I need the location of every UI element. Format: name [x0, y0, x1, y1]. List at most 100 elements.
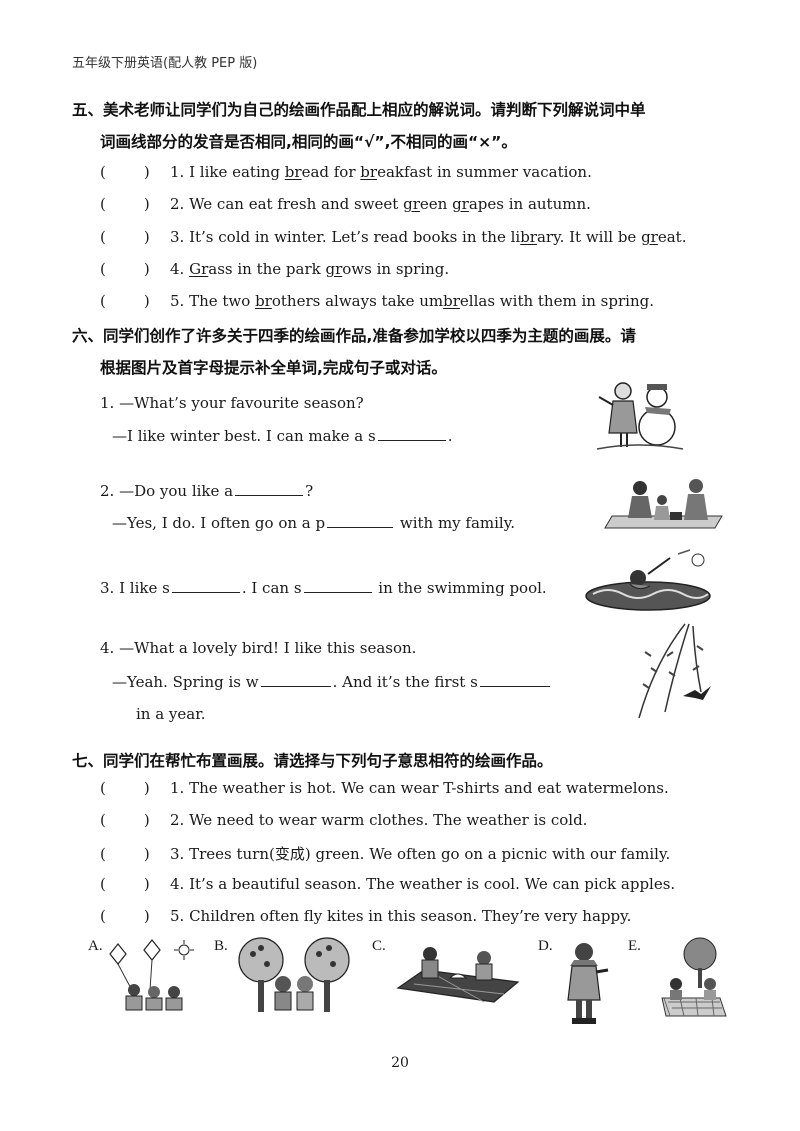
answer-parentheses[interactable]: () — [100, 811, 170, 829]
section5-item: ()5. The two brothers always take umbrel… — [100, 292, 654, 310]
s6-q2b-end: with my family. — [395, 514, 515, 532]
paren-close: ) — [143, 292, 150, 310]
item-text: een — [419, 195, 453, 213]
section5-item: ()1. I like eating bread for breakfast i… — [100, 163, 592, 181]
item-text: 1. The weather is hot. We can wear T-shi… — [170, 779, 669, 797]
section6-title-line1: 六、同学们创作了许多关于四季的绘画作品,准备参加学校以四季为主题的画展。请 — [72, 327, 636, 345]
section6-title-line2: 根据图片及首字母提示补全单词,完成句子或对话。 — [100, 359, 447, 377]
underlined-letters: gr — [641, 228, 658, 246]
section7-item: ()4. It’s a beautiful season. The weathe… — [100, 875, 675, 893]
paren-close: ) — [143, 163, 150, 181]
s6-q2-line1: 2. —Do you like a? — [100, 481, 313, 500]
paren-close: ) — [143, 875, 150, 893]
paren-close: ) — [143, 195, 150, 213]
s6-q4b-blank2[interactable] — [479, 672, 550, 687]
paren-open: ( — [100, 195, 106, 213]
picnic-family-picture — [604, 479, 723, 529]
section5-title-line1: 五、美术老师让同学们为自己的绘画作品配上相应的解说词。请判断下列解说词中单 — [72, 101, 646, 119]
s6-q3-end: in the swimming pool. — [373, 579, 547, 597]
underlined-letters: Gr — [189, 260, 209, 278]
section5-title-line2: 词画线部分的发音是否相同,相同的画“√”,不相同的画“×”。 — [100, 133, 517, 151]
s6-q4-line1: 4. —What a lovely bird! I like this seas… — [100, 639, 417, 657]
page-header: 五年级下册英语(配人教 PEP 版) — [72, 56, 258, 71]
paren-open: ( — [100, 292, 106, 310]
snowman-winter-picture — [596, 382, 684, 450]
s6-q2-line2: —Yes, I do. I often go on a p with my fa… — [112, 513, 515, 532]
paren-open: ( — [100, 845, 106, 863]
item-text: ellas with them in spring. — [459, 292, 654, 310]
section5-item: ()2. We can eat fresh and sweet green gr… — [100, 195, 591, 213]
option-label: D. — [538, 938, 553, 954]
item-text: others always take um — [271, 292, 444, 310]
item-text: 1. I like eating — [170, 163, 285, 181]
s6-q1-text: —I like winter best. I can make a s — [112, 427, 376, 445]
paren-close: ) — [143, 845, 150, 863]
item-text: eat. — [657, 228, 687, 246]
item-text: ead for — [301, 163, 361, 181]
option-d-winter-girl-picture — [567, 943, 609, 1024]
s6-q2a-blank[interactable] — [235, 481, 304, 496]
item-text: 5. Children often fly kites in this seas… — [170, 907, 632, 925]
underlined-letters: br — [520, 228, 537, 246]
s6-q3-mid: . I can s — [241, 579, 302, 597]
item-text: apes in autumn. — [468, 195, 591, 213]
s6-q2a-text: 2. —Do you like a — [100, 482, 234, 500]
s6-q4-line3: in a year. — [136, 705, 206, 723]
section5-item: ()4. Grass in the park grows in spring. — [100, 260, 449, 278]
willow-swallow-spring-picture — [638, 623, 711, 719]
answer-parentheses[interactable]: () — [100, 875, 170, 893]
option-c-watermelon-picture — [396, 947, 520, 1003]
section7-item: ()3. Trees turn(变成) green. We often go o… — [100, 843, 670, 864]
underlined-letters: gr — [452, 195, 469, 213]
paren-close: ) — [143, 779, 150, 797]
paren-open: ( — [100, 260, 106, 278]
swimming-summer-picture — [585, 549, 711, 611]
answer-parentheses[interactable]: () — [100, 292, 170, 310]
section7-item: ()1. The weather is hot. We can wear T-s… — [100, 779, 669, 797]
answer-parentheses[interactable]: () — [100, 907, 170, 925]
section7-item: ()2. We need to wear warm clothes. The w… — [100, 811, 587, 829]
s6-q3-blank2[interactable] — [303, 578, 372, 593]
s6-q4-line2: —Yeah. Spring is w. And it’s the first s — [112, 672, 552, 691]
paren-close: ) — [143, 811, 150, 829]
s6-q3-blank1[interactable] — [171, 578, 240, 593]
section7-title: 七、同学们在帮忙布置画展。请选择与下列句子意思相符的绘画作品。 — [72, 752, 553, 770]
paren-close: ) — [143, 907, 150, 925]
paren-open: ( — [100, 228, 106, 246]
paren-open: ( — [100, 907, 106, 925]
paren-open: ( — [100, 163, 106, 181]
option-a-kites-picture — [109, 939, 194, 1011]
option-b-apple-trees-picture — [238, 937, 350, 1012]
answer-parentheses[interactable]: () — [100, 163, 170, 181]
item-text: 5. The two — [170, 292, 256, 310]
answer-parentheses[interactable]: () — [100, 228, 170, 246]
s6-q1-blank[interactable] — [377, 426, 446, 441]
page-number: 20 — [391, 1055, 409, 1071]
s6-q2b-text: —Yes, I do. I often go on a p — [112, 514, 326, 532]
item-text: ary. It will be — [536, 228, 642, 246]
underlined-letters: gr — [325, 260, 343, 278]
option-label: E. — [628, 938, 641, 954]
underlined-letters: br — [443, 292, 460, 310]
item-text: 2. We need to wear warm clothes. The wea… — [170, 811, 588, 829]
paren-open: ( — [100, 875, 106, 893]
paren-close: ) — [143, 228, 150, 246]
paren-open: ( — [100, 779, 106, 797]
item-text: 4. — [170, 260, 190, 278]
s6-q3-line: 3. I like s. I can s in the swimming poo… — [100, 578, 547, 597]
section5-item: ()3. It’s cold in winter. Let’s read boo… — [100, 228, 686, 246]
underlined-letters: br — [360, 163, 378, 181]
item-text: 3. It’s cold in winter. Let’s read books… — [170, 228, 521, 246]
paren-close: ) — [143, 260, 150, 278]
answer-parentheses[interactable]: () — [100, 260, 170, 278]
answer-parentheses[interactable]: () — [100, 845, 170, 863]
item-text: ows in spring. — [342, 260, 450, 278]
s6-q1-line2: —I like winter best. I can make a s. — [112, 426, 452, 445]
s6-q4b-blank1[interactable] — [260, 672, 331, 687]
answer-parentheses[interactable]: () — [100, 195, 170, 213]
s6-q2b-blank[interactable] — [327, 513, 394, 528]
option-e-picnic-picture — [661, 937, 727, 1017]
item-text: ass in the park — [208, 260, 326, 278]
s6-q2a-end: ? — [305, 482, 314, 500]
answer-parentheses[interactable]: () — [100, 779, 170, 797]
